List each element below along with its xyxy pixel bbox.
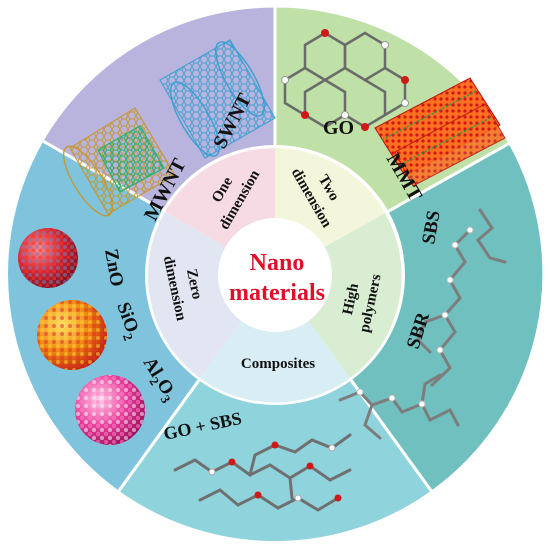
- inner-sector-high: [275, 213, 402, 378]
- center-title-materials: materials: [229, 280, 325, 306]
- svg-text:Zero: Zero: [183, 268, 205, 301]
- sbs-polymer-chain-illustration: [416, 208, 507, 387]
- svg-text:High: High: [340, 281, 362, 316]
- label-go: GO: [323, 117, 354, 139]
- sector-high-polymers: [272, 140, 546, 495]
- sector-zero-dimension: [5, 138, 278, 495]
- al2o3-nanoparticle-illustration: [75, 375, 145, 445]
- center-circle: [218, 218, 332, 332]
- sector-composites: [115, 272, 435, 544]
- label-composites: Composites: [241, 356, 315, 372]
- mwnt-nanotube-illustration: [63, 107, 176, 217]
- swnt-nanotube-illustration: [159, 39, 276, 159]
- go-sbs-composite-illustration: [173, 433, 352, 512]
- inner-sector-zero: [147, 212, 275, 378]
- zno-nanoparticle-illustration: [18, 228, 78, 288]
- center-title-nano: Nano: [250, 250, 305, 276]
- sbr-polymer-chain-illustration: [338, 373, 460, 440]
- mmt-montmorillonite-illustration: [374, 77, 506, 187]
- go-graphene-oxide-illustration: [281, 29, 409, 131]
- inner-sector-composites: [200, 275, 350, 403]
- sio2-nanoparticle-illustration: [37, 300, 107, 370]
